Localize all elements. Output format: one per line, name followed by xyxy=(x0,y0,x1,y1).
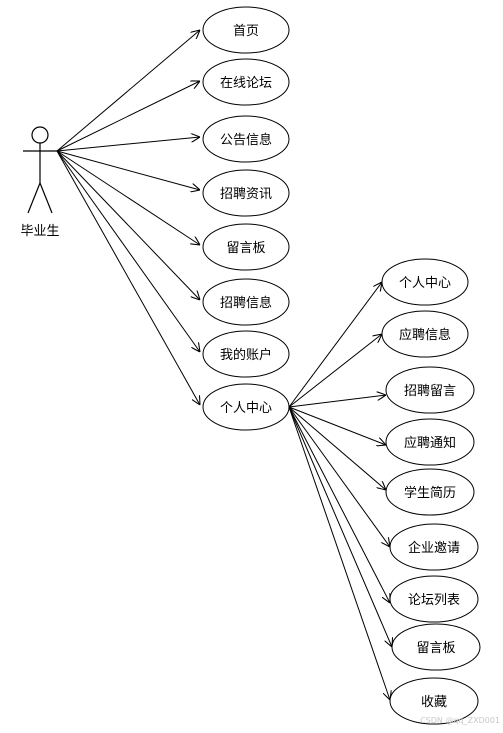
personal-center-edges xyxy=(288,282,392,700)
use-case-message-board[interactable]: 留言板 xyxy=(202,223,290,271)
sub-use-case-company-invite-label: 企业邀请 xyxy=(408,540,460,556)
sub-use-case-recruit-message[interactable]: 招聘留言 xyxy=(385,366,475,414)
actor-left-leg xyxy=(27,182,41,214)
use-case-home-label: 首页 xyxy=(233,24,259,39)
sub-use-case-application-info[interactable]: 应聘信息 xyxy=(381,310,469,358)
edge-message-board-2 xyxy=(288,406,392,647)
actor-edges xyxy=(56,30,200,405)
sub-use-case-personal-center[interactable]: 个人中心 xyxy=(381,258,469,306)
actor-right-leg xyxy=(39,182,53,214)
actor-label: 毕业生 xyxy=(20,224,59,239)
sub-use-case-recruit-message-label: 招聘留言 xyxy=(404,384,456,399)
edge-notice xyxy=(56,137,200,152)
edge-sub-personal-center xyxy=(288,282,382,408)
edge-favorites xyxy=(288,406,390,700)
edge-application-notice xyxy=(288,406,386,445)
use-case-recruit-info-label: 招聘信息 xyxy=(220,295,272,311)
use-case-notice-label: 公告信息 xyxy=(220,132,272,148)
edge-student-resume xyxy=(288,406,386,490)
use-case-personal-center[interactable]: 个人中心 xyxy=(202,383,290,431)
sub-use-case-message-board-2[interactable]: 留言板 xyxy=(391,623,481,671)
actor-head xyxy=(31,126,49,144)
edge-forum xyxy=(56,81,200,152)
edge-personal-center xyxy=(56,150,200,405)
edge-recruit-message xyxy=(288,395,386,408)
sub-use-case-forum-list[interactable]: 论坛列表 xyxy=(389,575,479,623)
sub-use-case-message-board-2-label: 留言板 xyxy=(416,641,455,656)
sub-use-case-company-invite[interactable]: 企业邀请 xyxy=(389,523,479,571)
edge-application-info xyxy=(288,334,382,408)
edge-recruit-info xyxy=(56,150,200,300)
use-case-recruit-info[interactable]: 招聘信息 xyxy=(202,278,290,326)
use-case-forum-label: 在线论坛 xyxy=(220,76,272,91)
use-case-my-account[interactable]: 我的账户 xyxy=(202,330,290,378)
use-case-home[interactable]: 首页 xyxy=(202,6,290,54)
edge-home xyxy=(56,30,200,152)
actor-figure xyxy=(23,126,57,214)
sub-use-case-application-info-label: 应聘信息 xyxy=(399,327,451,343)
use-case-my-account-label: 我的账户 xyxy=(220,347,272,363)
use-case-notice[interactable]: 公告信息 xyxy=(202,115,290,163)
use-case-forum[interactable]: 在线论坛 xyxy=(202,58,290,106)
use-case-message-board-label: 留言板 xyxy=(226,241,265,256)
edge-message-board xyxy=(56,150,200,245)
sub-use-case-personal-center-label: 个人中心 xyxy=(399,276,451,291)
sub-use-case-forum-list-label: 论坛列表 xyxy=(408,593,460,608)
edge-my-account xyxy=(56,150,200,352)
sub-use-case-student-resume-label: 学生简历 xyxy=(404,485,456,501)
sub-use-case-favorites-label: 收藏 xyxy=(421,695,447,710)
use-case-personal-center-label: 个人中心 xyxy=(220,401,272,416)
edge-company-invite xyxy=(288,406,390,547)
edge-recruit-news xyxy=(56,150,200,190)
sub-use-case-application-notice-label: 应聘通知 xyxy=(404,435,456,451)
sub-use-case-student-resume[interactable]: 学生简历 xyxy=(385,468,475,516)
sub-use-case-favorites[interactable]: 收藏 xyxy=(389,677,479,725)
edge-forum-list xyxy=(288,406,390,603)
use-case-recruit-news-label: 招聘资讯 xyxy=(220,187,272,202)
sub-use-case-application-notice[interactable]: 应聘通知 xyxy=(385,418,475,466)
watermark-text: CSDN @qq_ZXD001 xyxy=(420,716,500,725)
use-case-recruit-news[interactable]: 招聘资讯 xyxy=(202,169,290,217)
